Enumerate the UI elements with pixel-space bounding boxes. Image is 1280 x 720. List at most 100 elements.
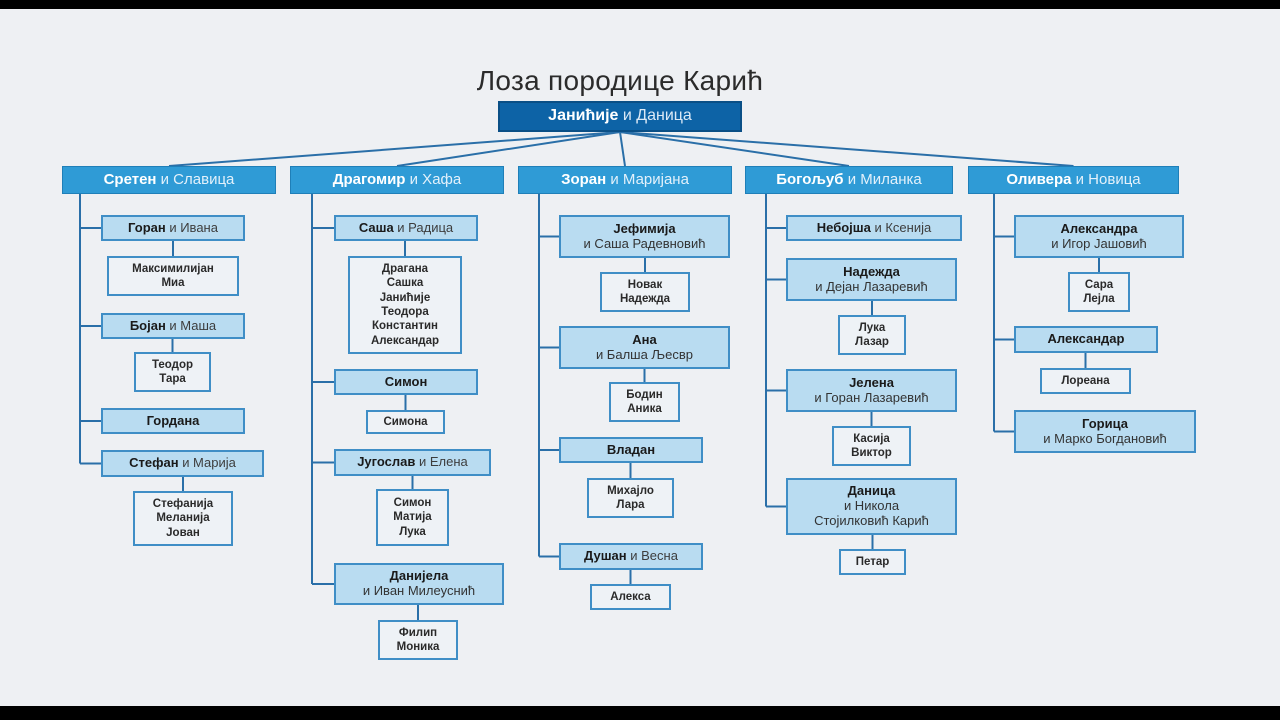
grandchild-label: Ана (632, 331, 657, 348)
grandchild-label: Горица (1082, 415, 1128, 432)
great-grandchildren-box: Симона (366, 410, 445, 434)
grandchild-spouse: и Ксенија (874, 219, 932, 235)
child-spouse: и Славица (160, 171, 235, 189)
grandchild-box: Небојша и Ксенија (786, 215, 962, 241)
grandchild-box: Бојан и Маша (101, 313, 245, 339)
great-grandchild-name: Константин (371, 320, 438, 333)
child-spouse: и Новица (1075, 171, 1141, 189)
grandchild-box: Горан и Ивана (101, 215, 245, 241)
great-grandchild-name: Сара (1084, 278, 1114, 291)
great-grandchild-name: Лука (858, 321, 886, 334)
child-couple-box-2: Драгомир и Хафа (290, 166, 504, 194)
grandchild-label: Александар (1048, 331, 1125, 347)
child-couple-box-1: Сретен и Славица (62, 166, 276, 194)
grandchild-spouse: и Ивана (169, 219, 218, 235)
grandchild-box: Владан (559, 437, 703, 463)
great-grandchild-name: Јанићије (379, 291, 431, 304)
grandchild-name: Даница (847, 483, 896, 499)
great-grandchild-name: Александар (370, 334, 440, 347)
grandchild-spouse: и Саша Радевновић (583, 235, 706, 251)
grandchild-spouse: и Дејан Лазаревић (815, 278, 928, 294)
great-grandchild-name: Симон (393, 496, 432, 509)
grandchild-label: Александра (1061, 221, 1138, 237)
grandchild-label: Бојан и Маша (130, 318, 216, 334)
great-grandchild-name: Алекса (610, 590, 651, 603)
great-grandchild-name: Надежда (619, 293, 671, 305)
grandchild-spouse: и Весна (630, 548, 678, 564)
great-grandchild-name: Виктор (851, 447, 892, 459)
great-grandchild-name: Тара (159, 373, 186, 385)
child-spouse: и Хафа (409, 171, 462, 189)
grandchild-box: Југослав и Елена (334, 449, 491, 476)
root-spouse: и Даница (622, 107, 692, 125)
child-name: Сретен (103, 171, 157, 189)
root-couple-box: Јанићије и Даница (498, 101, 742, 132)
grandchild-name: Ана (632, 331, 657, 347)
grandchild-name: Данијела (389, 568, 449, 584)
great-grandchild-name: Михајло (607, 484, 654, 497)
child-couple-box-3: Зоран и Маријана (518, 166, 732, 194)
grandchild-name: Владан (606, 441, 656, 457)
great-grandchild-name: Касија (853, 432, 890, 445)
grandchild-label: Гордана (147, 413, 200, 429)
grandchild-spouse: и Балша Љесвр (595, 346, 694, 362)
grandchild-label: Јефимија (613, 220, 676, 237)
grandchild-box: Стефан и Марија (101, 450, 264, 477)
grandchild-label: Владан (606, 441, 656, 458)
grandchild-label: Југослав и Елена (357, 454, 468, 470)
grandchild-spouse: и Марко Богдановић (1043, 430, 1167, 446)
grandchild-name: Надежда (843, 263, 900, 279)
grandchild-name: Јефимија (613, 220, 676, 236)
great-grandchildren-box: Петар (839, 549, 906, 575)
root-name: Јанићије (548, 107, 619, 125)
connector-line (619, 131, 1074, 167)
great-grandchild-name: Максимилијан (132, 262, 214, 275)
great-grandchild-name: Моника (396, 641, 440, 653)
great-grandchild-name: Сашка (386, 277, 424, 290)
child-couple-box-5: Оливера и Новица (968, 166, 1179, 194)
great-grandchild-name: Аника (627, 403, 662, 415)
great-grandchild-name: Симона (383, 415, 428, 428)
great-grandchild-name: Филип (398, 626, 438, 639)
child-couple-label: Сретен и Славица (104, 171, 235, 188)
great-grandchild-name: Теодора (381, 306, 429, 318)
child-name: Оливера (1006, 171, 1072, 189)
great-grandchild-name: Драгана (381, 262, 429, 275)
great-grandchild-name: Лазар (855, 336, 889, 348)
grandchild-label: Душан и Весна (584, 548, 678, 564)
great-grandchildren-box: Алекса (590, 584, 671, 610)
great-grandchild-name: Матија (393, 511, 432, 524)
grandchild-spouse-surname: Стојилковић Карић (814, 512, 929, 528)
child-name: Драгомир (332, 171, 406, 189)
grandchild-label: Горан и Ивана (128, 219, 218, 236)
grandchild-box: Душан и Весна (559, 543, 703, 570)
connector-line (619, 131, 850, 167)
grandchild-name: Саша (358, 219, 394, 235)
grandchild-name: Горица (1082, 415, 1128, 431)
child-name: Зоран (561, 171, 607, 189)
grandchild-box: Саша и Радица (334, 215, 478, 241)
grandchild-spouse: и Иван Милеуснић (362, 583, 476, 598)
great-grandchild-name: Стефанија (152, 497, 214, 510)
great-grandchild-name: Лореана (1061, 374, 1110, 387)
great-grandchild-name: Теодор (151, 358, 194, 371)
page-title: Лоза породице Карић (476, 65, 764, 96)
child-spouse: и Миланка (847, 171, 922, 189)
connector-line (396, 131, 621, 167)
grandchild-name: Душан (584, 548, 627, 564)
grandchild-label: Јелена (849, 375, 894, 391)
